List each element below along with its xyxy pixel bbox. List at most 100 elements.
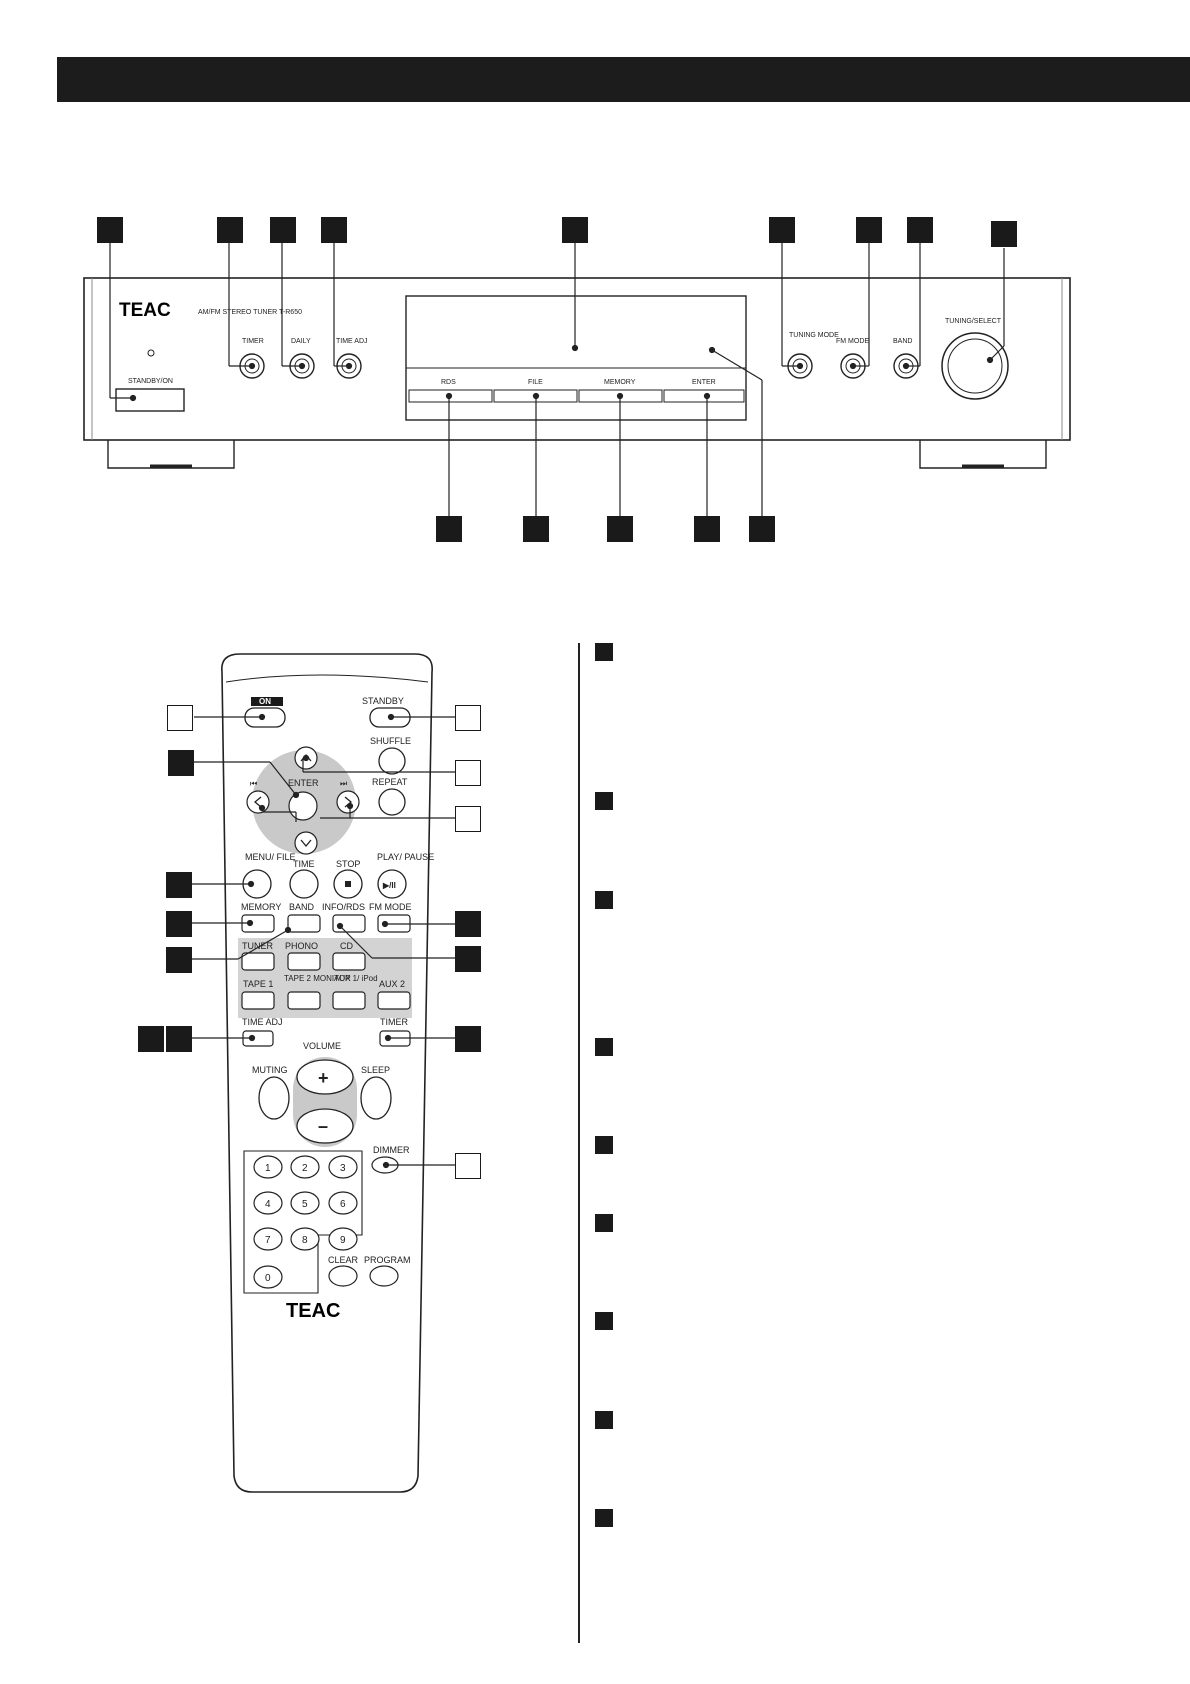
timer-label: TIMER	[242, 338, 264, 345]
volume-down-button	[296, 1108, 354, 1144]
time-button	[289, 869, 319, 899]
menu-file-label: MENU/ FILE	[245, 852, 296, 862]
callout-file	[523, 516, 549, 542]
time-adj-label: TIME ADJ	[336, 338, 368, 345]
clear-button	[328, 1265, 358, 1287]
tuning-select-label: TUNING/SELECT	[945, 318, 1002, 325]
shuffle-button	[378, 747, 406, 775]
repeat-button	[378, 788, 406, 816]
standby-label: STANDBY	[362, 696, 404, 706]
digit-button-5	[290, 1191, 320, 1215]
sleep-button	[360, 1076, 392, 1120]
callout-remote-time-adj-b	[166, 1026, 192, 1052]
next-icon: ⏭	[340, 779, 347, 788]
play-pause-button	[377, 869, 407, 899]
tape2-monitor-label: TAPE 2 MONITOR	[284, 974, 351, 983]
callout-remote-enter	[168, 750, 194, 776]
callout-display	[562, 217, 588, 243]
fm-mode-label: FM MODE	[369, 902, 412, 912]
callout-tuning-mode	[769, 217, 795, 243]
aux1-ipod-label: AUX 1/ iPod	[334, 974, 378, 983]
dimmer-label: DIMMER	[373, 1145, 410, 1155]
digit-button-9	[328, 1227, 358, 1251]
memory-label: MEMORY	[604, 379, 636, 386]
repeat-label: REPEAT	[372, 777, 408, 787]
callout-daily	[270, 217, 296, 243]
program-button	[369, 1265, 399, 1287]
muting-button	[258, 1076, 290, 1120]
callout-timer	[217, 217, 243, 243]
tuner-button	[241, 952, 275, 971]
shuffle-label: SHUFFLE	[370, 736, 411, 746]
callout-remote-up-down	[455, 760, 481, 786]
callout-memory	[607, 516, 633, 542]
muting-label: MUTING	[252, 1065, 288, 1075]
callout-remote-time-adj-a	[138, 1026, 164, 1052]
info-rds-button	[332, 914, 366, 933]
tuning-mode-label: TUNING MODE	[789, 332, 839, 339]
column-divider	[578, 643, 580, 1643]
on-label: ON	[259, 697, 271, 706]
legend-marker-3	[595, 891, 613, 909]
digit-label-9: 9	[340, 1235, 346, 1246]
digit-button-8	[290, 1227, 320, 1251]
program-label: PROGRAM	[364, 1255, 411, 1265]
file-label: FILE	[528, 379, 543, 386]
phono-label: PHONO	[285, 941, 318, 951]
aux2-label: AUX 2	[379, 979, 405, 989]
digit-label-6: 6	[340, 1199, 346, 1210]
enter-label: ENTER	[692, 379, 716, 386]
info-rds-label: INFO/RDS	[322, 902, 365, 912]
standby-on-button	[115, 388, 185, 412]
callout-band	[907, 217, 933, 243]
digit-label-8: 8	[302, 1235, 308, 1246]
time-adj-label: TIME ADJ	[242, 1017, 283, 1027]
digit-button-7	[253, 1227, 283, 1251]
digit-label-5: 5	[302, 1199, 308, 1210]
legend-marker-7	[595, 1312, 613, 1330]
digit-button-6	[328, 1191, 358, 1215]
legend-marker-6	[595, 1214, 613, 1232]
tape2-monitor-button	[287, 991, 321, 1010]
callout-remote-standby	[455, 705, 481, 731]
digit-label-3: 3	[340, 1163, 346, 1174]
phono-button	[287, 952, 321, 971]
right-button	[336, 790, 360, 814]
fm-mode-label: FM MODE	[836, 338, 869, 345]
remote-diagram: ON STANDBY SHUFFLE REPEAT ENTER ⏮ ⏭ MENU…	[192, 653, 455, 1493]
left-button	[246, 790, 270, 814]
clear-label: CLEAR	[328, 1255, 359, 1265]
time-label: TIME	[293, 859, 315, 869]
remote-enter-label: ENTER	[288, 778, 319, 788]
aux1-ipod-button	[332, 991, 366, 1010]
tape1-label: TAPE 1	[243, 979, 273, 989]
sleep-label: SLEEP	[361, 1065, 390, 1075]
volume-label: VOLUME	[303, 1041, 341, 1051]
callout-remote-info-rds	[455, 946, 481, 972]
tuning-select-dial	[941, 332, 1009, 400]
digit-label-4: 4	[265, 1199, 271, 1210]
stop-icon	[345, 881, 351, 887]
callout-remote-fm-mode	[455, 911, 481, 937]
digit-button-3	[328, 1155, 358, 1179]
legend-marker-4	[595, 1038, 613, 1056]
callout-remote-skip	[455, 806, 481, 832]
aux2-button	[377, 991, 411, 1010]
left-foot	[107, 440, 235, 469]
stop-label: STOP	[336, 859, 360, 869]
callout-remote-on	[167, 705, 193, 731]
band-label: BAND	[289, 902, 315, 912]
tape1-button	[241, 991, 275, 1010]
digit-button-4	[253, 1191, 283, 1215]
legend-marker-9	[595, 1509, 613, 1527]
cd-label: CD	[340, 941, 353, 951]
memory-label: MEMORY	[241, 902, 281, 912]
standby-on-label: STANDBY/ON	[128, 378, 173, 385]
legend-marker-8	[595, 1411, 613, 1429]
down-button	[294, 831, 318, 855]
rds-label: RDS	[441, 379, 456, 386]
callout-remote-band	[166, 947, 192, 973]
digit-label-1: 1	[265, 1163, 271, 1174]
right-foot	[919, 440, 1047, 469]
callout-tuning-select	[991, 221, 1017, 247]
